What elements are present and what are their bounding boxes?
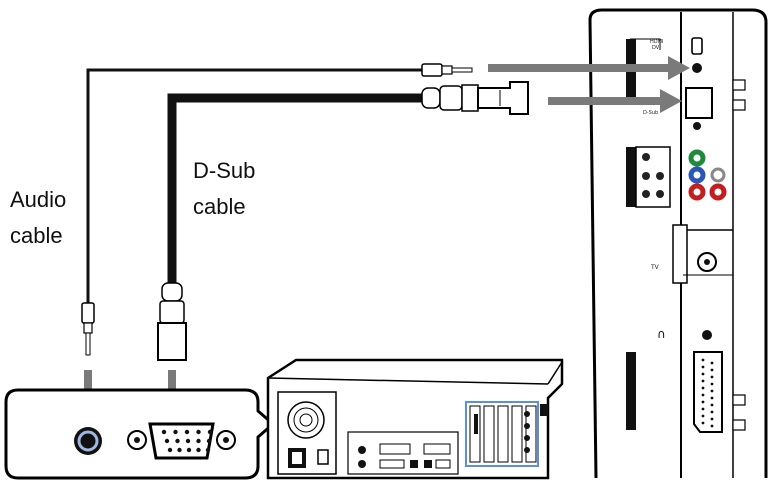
audio-cable-label-line1: Audio <box>10 187 66 212</box>
dsub-cable <box>157 81 529 361</box>
component-green-jack <box>688 149 706 167</box>
dsub-port-label: D-Sub <box>643 110 658 116</box>
pc-port-callout <box>4 388 276 480</box>
scart-label-bar <box>626 352 636 430</box>
component-red-jack-left <box>688 183 706 201</box>
arrow-dsub-to-display <box>548 89 682 113</box>
dsub-cable-label: D-Sub cable <box>193 158 255 219</box>
hdmi-port <box>691 37 703 55</box>
hdmi-label-line2: DVI <box>652 45 661 51</box>
dsub-cable-label-line2: cable <box>193 194 246 219</box>
audio-cable-label: Audio cable <box>10 187 66 248</box>
scart-port <box>693 351 723 433</box>
dsub-cable-label-line1: D-Sub <box>193 158 255 183</box>
component-label-bar <box>626 147 636 207</box>
display-dsub-port <box>685 87 713 119</box>
hdmi-label-line1: HDMI <box>650 39 663 45</box>
display-rear-panel: HDMI DVI D-Sub TV ∩ <box>588 8 768 479</box>
headphone-icon: ∩ <box>657 327 666 341</box>
component-red-jack-right <box>709 183 727 201</box>
fan-icon <box>287 401 325 439</box>
arrow-audio-to-display <box>488 56 690 80</box>
audio-cable-label-line2: cable <box>10 223 63 248</box>
expansion-card-area <box>465 401 539 467</box>
component-blue-jack <box>688 166 706 184</box>
headphone-jack <box>702 330 712 340</box>
power-switch <box>317 449 329 465</box>
audio-cable <box>81 63 473 356</box>
audio-in-jack <box>692 63 702 73</box>
pc-tower <box>266 358 564 480</box>
pc-vga-port <box>148 422 215 460</box>
tv-label: TV <box>650 264 660 271</box>
